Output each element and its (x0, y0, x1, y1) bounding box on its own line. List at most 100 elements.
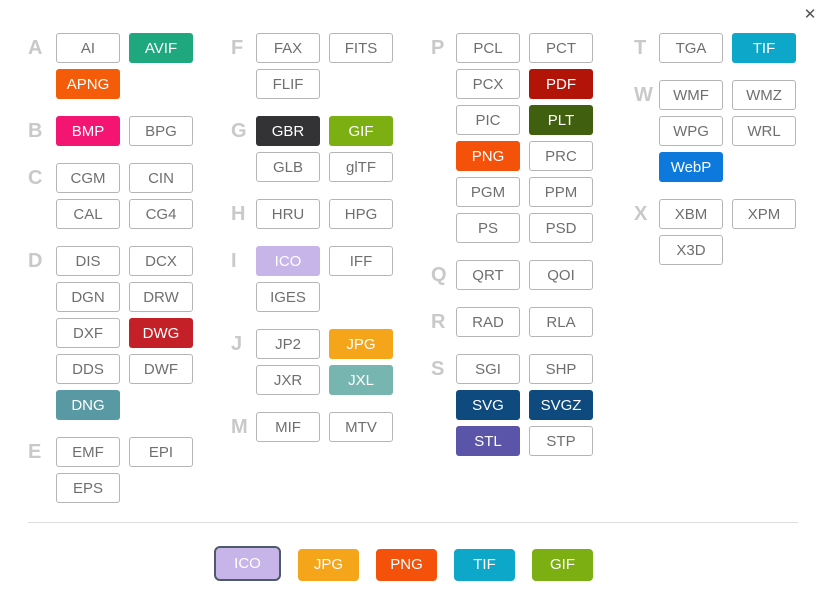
format-button-xbm[interactable]: XBM (659, 199, 723, 229)
format-button-jxl[interactable]: JXL (329, 365, 393, 395)
group-letter-b: B (28, 120, 43, 142)
format-button-stp[interactable]: STP (529, 426, 593, 456)
format-button-eps[interactable]: EPS (56, 473, 120, 503)
format-button-pgm[interactable]: PGM (456, 177, 520, 207)
format-button-wrl[interactable]: WRL (732, 116, 796, 146)
group-letter-s: S (431, 358, 445, 380)
format-button-plt[interactable]: PLT (529, 105, 593, 135)
format-button-ai[interactable]: AI (56, 33, 120, 63)
format-button-dis[interactable]: DIS (56, 246, 120, 276)
format-button-bmp[interactable]: BMP (56, 116, 120, 146)
format-button-rla[interactable]: RLA (529, 307, 593, 337)
format-grid-m: MIF MTV (256, 412, 393, 442)
format-group-q: Q QRT QOI (431, 260, 593, 290)
format-grid-w: WMF WMZ WPG WRL WebP (659, 80, 796, 182)
format-button-tga[interactable]: TGA (659, 33, 723, 63)
format-button-dxf[interactable]: DXF (56, 318, 120, 348)
format-button-mif[interactable]: MIF (256, 412, 320, 442)
format-button-glb[interactable]: GLB (256, 152, 320, 182)
format-grid-c: CGM CIN CAL CG4 (56, 163, 193, 229)
format-button-emf[interactable]: EMF (56, 437, 120, 467)
format-button-ppm[interactable]: PPM (529, 177, 593, 207)
format-button-flif[interactable]: FLIF (256, 69, 320, 99)
format-button-iges[interactable]: IGES (256, 282, 320, 312)
format-button-dwf[interactable]: DWF (129, 354, 193, 384)
format-button-webp[interactable]: WebP (659, 152, 723, 182)
selected-formats-bar: ICO JPG PNG TIF GIF (214, 546, 593, 581)
footer-divider (28, 522, 798, 523)
format-button-apng[interactable]: APNG (56, 69, 120, 99)
format-button-iff[interactable]: IFF (329, 246, 393, 276)
format-button-avif[interactable]: AVIF (129, 33, 193, 63)
group-letter-j: J (231, 333, 243, 355)
format-button-stl[interactable]: STL (456, 426, 520, 456)
group-letter-f: F (231, 37, 244, 59)
format-button-jpg[interactable]: JPG (329, 329, 393, 359)
format-button-gltf[interactable]: glTF (329, 152, 393, 182)
format-button-fax[interactable]: FAX (256, 33, 320, 63)
format-grid-j: JP2 JPG JXR JXL (256, 329, 393, 395)
footer-format-button-jpg[interactable]: JPG (298, 548, 359, 581)
format-button-mtv[interactable]: MTV (329, 412, 393, 442)
format-button-dcx[interactable]: DCX (129, 246, 193, 276)
format-button-prc[interactable]: PRC (529, 141, 593, 171)
footer-format-button-ico[interactable]: ICO (214, 546, 281, 581)
format-button-cg4[interactable]: CG4 (129, 199, 193, 229)
format-button-epi[interactable]: EPI (129, 437, 193, 467)
footer-format-button-gif[interactable]: GIF (532, 548, 593, 581)
format-button-gif[interactable]: GIF (329, 116, 393, 146)
format-button-cgm[interactable]: CGM (56, 163, 120, 193)
format-button-pic[interactable]: PIC (456, 105, 520, 135)
format-button-drw[interactable]: DRW (129, 282, 193, 312)
group-letter-g: G (231, 120, 248, 142)
group-letter-e: E (28, 441, 42, 463)
format-button-psd[interactable]: PSD (529, 213, 593, 243)
format-button-hru[interactable]: HRU (256, 199, 320, 229)
format-button-gbr[interactable]: GBR (256, 116, 320, 146)
format-button-shp[interactable]: SHP (529, 354, 593, 384)
format-button-svgz[interactable]: SVGZ (529, 390, 593, 420)
group-letter-c: C (28, 167, 43, 189)
format-button-ico[interactable]: ICO (256, 246, 320, 276)
format-button-fits[interactable]: FITS (329, 33, 393, 63)
format-button-pcx[interactable]: PCX (456, 69, 520, 99)
format-button-cal[interactable]: CAL (56, 199, 120, 229)
format-button-tif[interactable]: TIF (732, 33, 796, 63)
format-button-jp2[interactable]: JP2 (256, 329, 320, 359)
footer-format-button-png[interactable]: PNG (376, 548, 437, 581)
format-button-qrt[interactable]: QRT (456, 260, 520, 290)
format-button-pct[interactable]: PCT (529, 33, 593, 63)
format-button-pdf[interactable]: PDF (529, 69, 593, 99)
footer-format-button-tif[interactable]: TIF (454, 548, 515, 581)
format-button-dgn[interactable]: DGN (56, 282, 120, 312)
group-letter-q: Q (431, 264, 448, 286)
format-grid-f: FAX FITS FLIF (256, 33, 393, 99)
format-button-dng[interactable]: DNG (56, 390, 120, 420)
format-button-hpg[interactable]: HPG (329, 199, 393, 229)
format-button-ps[interactable]: PS (456, 213, 520, 243)
format-grid-p: PCL PCT PCX PDF PIC PLT PNG PRC PGM PPM PS PSD (456, 33, 593, 243)
format-button-qoi[interactable]: QOI (529, 260, 593, 290)
format-group-f: F FAX FITS FLIF (231, 33, 393, 99)
format-button-xpm[interactable]: XPM (732, 199, 796, 229)
format-button-pcl[interactable]: PCL (456, 33, 520, 63)
format-button-x3d[interactable]: X3D (659, 235, 723, 265)
format-button-wpg[interactable]: WPG (659, 116, 723, 146)
format-button-wmz[interactable]: WMZ (732, 80, 796, 110)
format-button-svg[interactable]: SVG (456, 390, 520, 420)
close-icon[interactable]: ✕ (803, 6, 817, 23)
format-button-png[interactable]: PNG (456, 141, 520, 171)
format-button-bpg[interactable]: BPG (129, 116, 193, 146)
format-button-wmf[interactable]: WMF (659, 80, 723, 110)
format-button-dds[interactable]: DDS (56, 354, 120, 384)
format-grid-d: DIS DCX DGN DRW DXF DWG DDS DWF DNG (56, 246, 193, 420)
format-button-jxr[interactable]: JXR (256, 365, 320, 395)
format-button-sgi[interactable]: SGI (456, 354, 520, 384)
format-button-dwg[interactable]: DWG (129, 318, 193, 348)
format-button-rad[interactable]: RAD (456, 307, 520, 337)
format-button-cin[interactable]: CIN (129, 163, 193, 193)
